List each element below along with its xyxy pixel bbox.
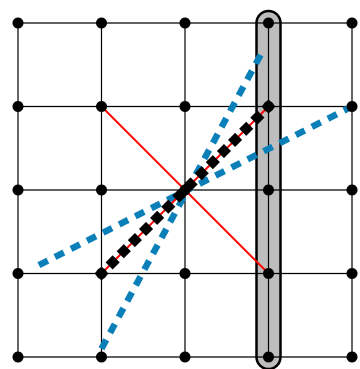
grid-node <box>346 101 358 112</box>
grid-node <box>96 101 107 112</box>
grid-node <box>179 101 191 112</box>
grid-node <box>96 268 107 279</box>
grid-nodes <box>12 17 358 363</box>
diamond-marker <box>105 255 120 270</box>
grid-node <box>263 17 274 29</box>
blue-dotted-line <box>37 103 354 269</box>
diamond-marker <box>127 233 142 248</box>
diamond-marker <box>228 132 243 147</box>
diamond-marker <box>205 155 220 170</box>
grid-node <box>96 184 107 196</box>
diamond-marker <box>161 199 176 214</box>
grid-node <box>263 268 274 279</box>
diamond-marker <box>138 221 154 237</box>
grid-node <box>12 101 24 112</box>
grid-node <box>179 17 191 29</box>
grid-node <box>179 184 191 196</box>
grid-node <box>346 184 358 196</box>
diamond-marker <box>150 210 165 225</box>
grid-node <box>12 351 24 363</box>
grid-node <box>96 17 107 29</box>
diamond-marker <box>194 166 209 181</box>
grid-node <box>263 101 274 112</box>
grid-node <box>346 17 358 29</box>
diamond-marker <box>239 121 254 136</box>
grid-node <box>263 184 274 196</box>
grid-node <box>12 184 24 196</box>
grid-node <box>179 268 191 279</box>
grid-node <box>346 268 358 279</box>
dotted-lines <box>37 46 354 351</box>
grid-node <box>263 351 274 363</box>
diamond-marker <box>216 143 232 159</box>
grid-node <box>346 351 358 363</box>
grid-node <box>96 351 107 363</box>
grid-node <box>12 17 24 29</box>
grid-node <box>179 351 191 363</box>
grid-node <box>12 268 24 279</box>
